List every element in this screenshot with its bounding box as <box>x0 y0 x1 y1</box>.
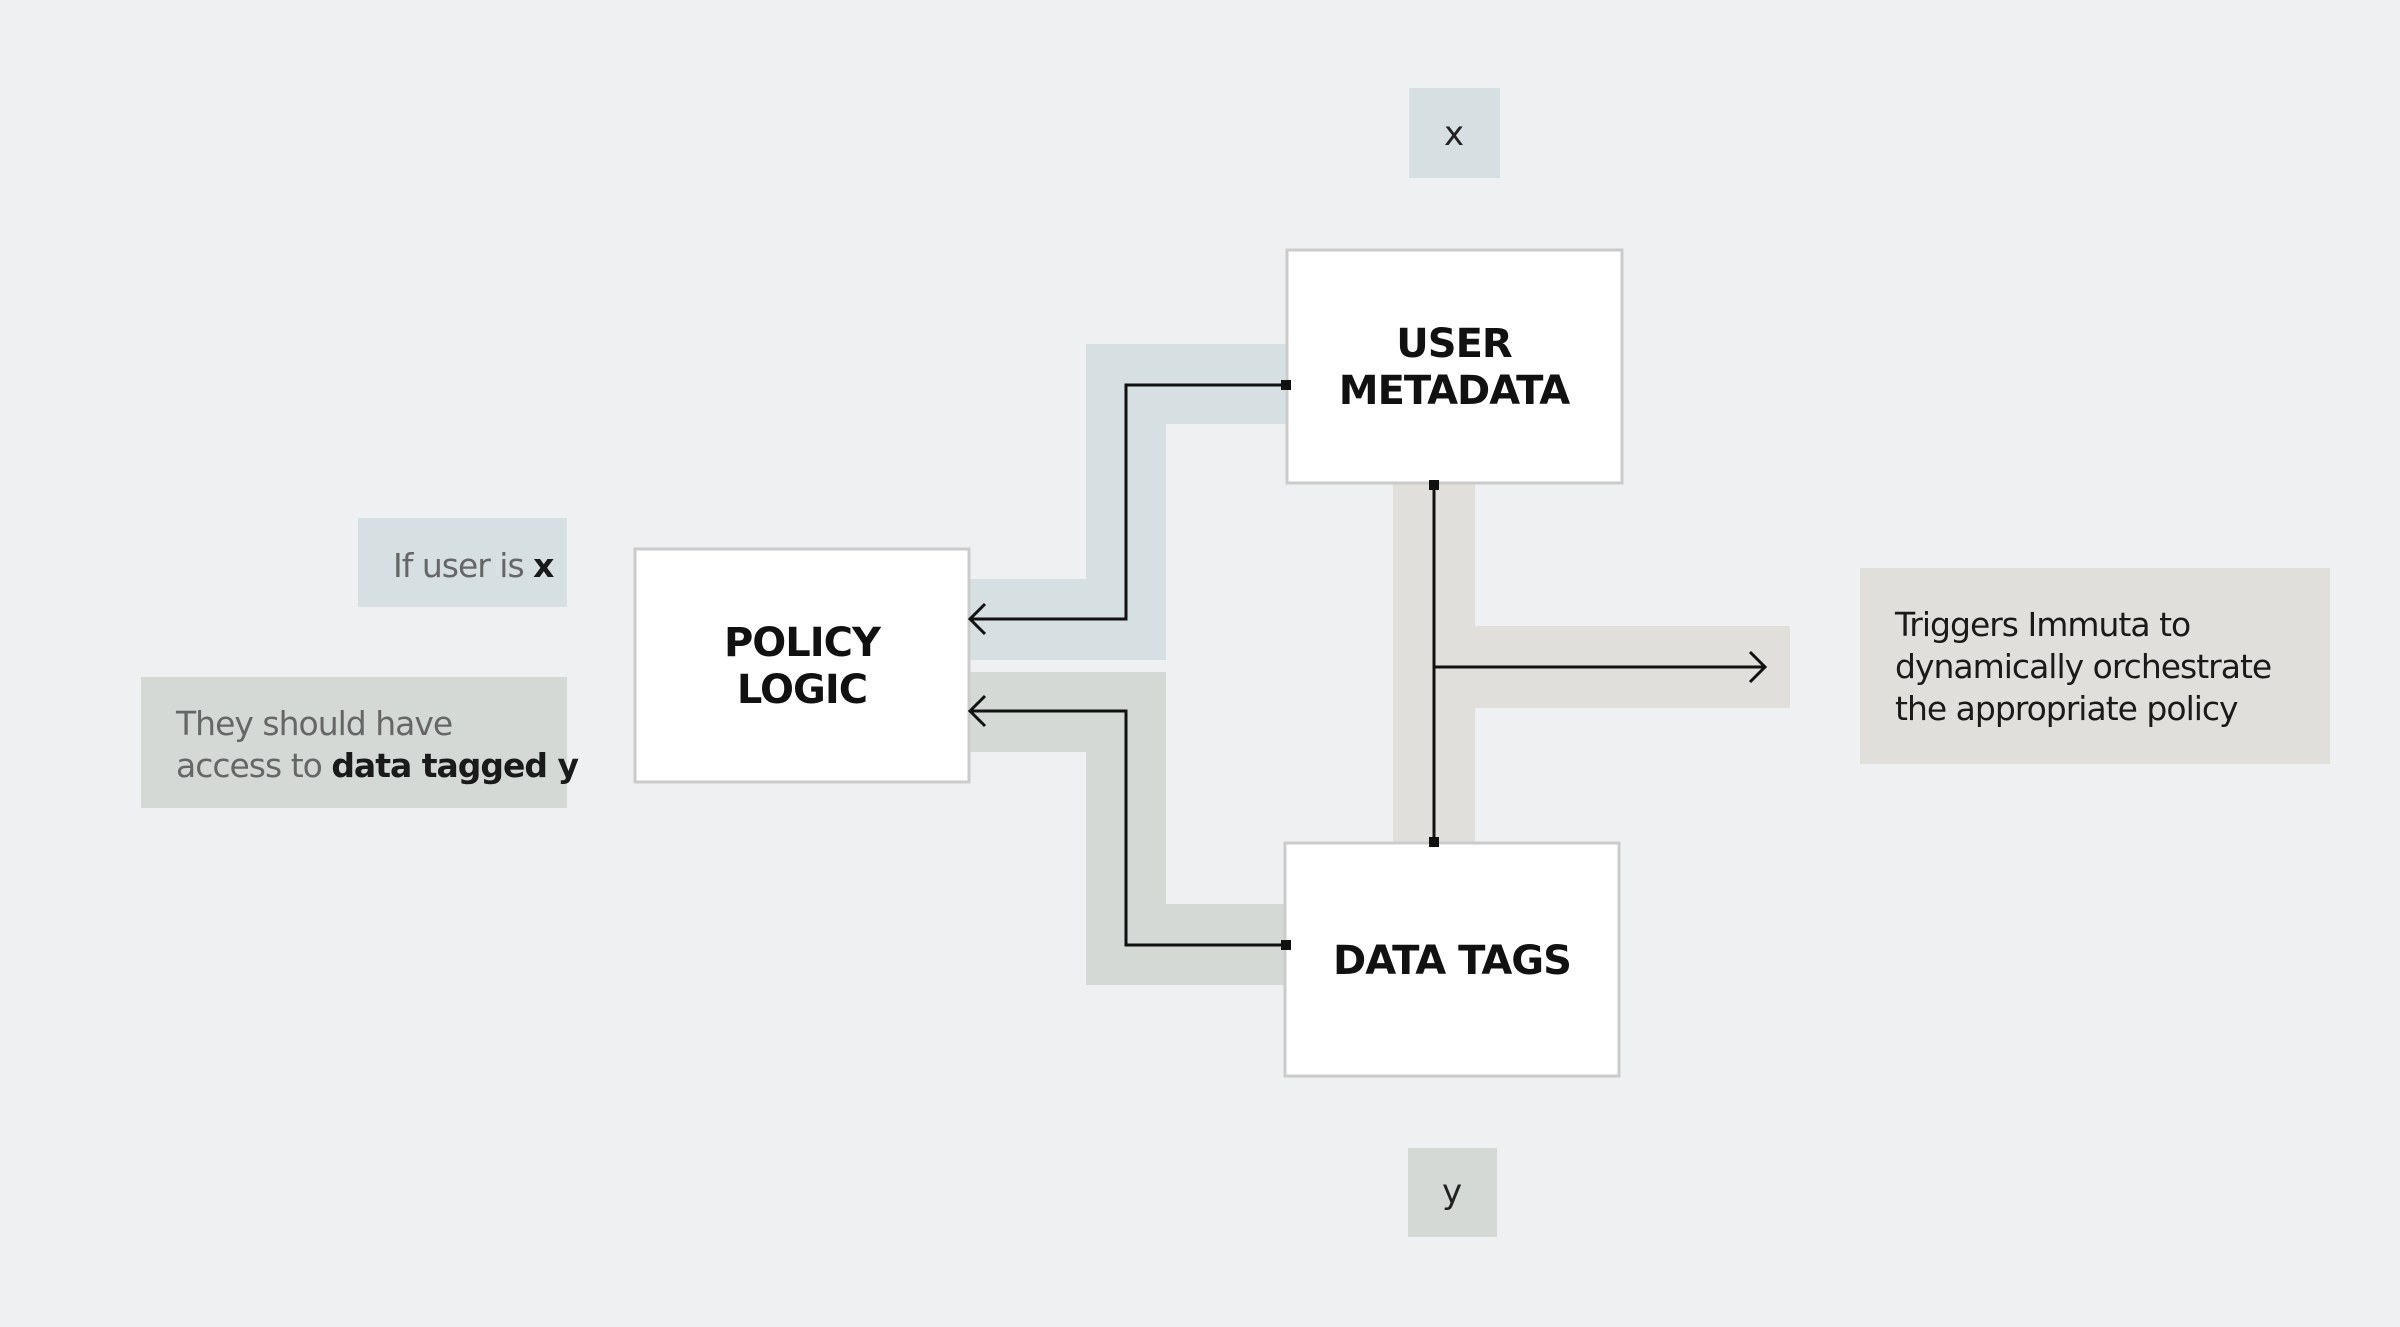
node-user-metadata: USER METADATA <box>1285 248 1624 485</box>
note-access-line2: access to data tagged y <box>176 746 579 785</box>
note-if-user-text: If user is x <box>393 546 554 585</box>
note-if-user-prefix: If user is <box>393 546 533 585</box>
chip-x-label: x <box>1444 114 1464 154</box>
note-access-bg <box>141 677 567 808</box>
note-triggers-line3: the appropriate policy <box>1895 689 2238 728</box>
note-if-user: If user is x <box>358 518 567 607</box>
note-access-prefix: access to <box>176 746 331 785</box>
chip-x: x <box>1409 88 1500 178</box>
chip-y-bg <box>1408 1148 1497 1237</box>
chip-y-label: y <box>1442 1172 1462 1212</box>
node-policy-logic-box <box>633 547 971 784</box>
note-access: They should have access to data tagged y <box>141 677 580 808</box>
datatags-to-policy-start-dot <box>1281 940 1291 950</box>
vertical-top-dot <box>1429 480 1439 490</box>
user-to-policy-line <box>970 383 1286 621</box>
datatags-to-policy-band <box>966 672 1290 985</box>
node-user-metadata-box <box>1285 248 1624 485</box>
chip-y: y <box>1408 1148 1497 1237</box>
note-access-line1: They should have <box>175 704 452 743</box>
node-user-metadata-line1: USER <box>1396 321 1512 367</box>
note-triggers-line2: dynamically orchestrate <box>1895 647 2271 686</box>
node-data-tags-box <box>1283 841 1621 1078</box>
node-data-tags-label: DATA TAGS <box>1333 938 1571 984</box>
node-user-metadata-line2: METADATA <box>1339 368 1571 414</box>
note-if-user-bg <box>358 518 567 607</box>
note-access-bold: data tagged y <box>331 746 578 785</box>
connector-group <box>967 380 1768 950</box>
note-if-user-bold: x <box>533 546 554 585</box>
note-triggers-line1: Triggers Immuta to <box>1894 605 2190 644</box>
vertical-bottom-dot <box>1429 837 1439 847</box>
user-to-policy-band <box>966 344 1290 660</box>
node-policy-logic: POLICY LOGIC <box>633 547 971 784</box>
node-policy-logic-line1: POLICY <box>724 620 882 666</box>
user-to-policy-arrowhead <box>967 602 987 636</box>
chip-x-bg <box>1409 88 1500 178</box>
user-to-policy-start-dot <box>1281 380 1291 390</box>
node-policy-logic-line2: LOGIC <box>737 667 867 713</box>
note-triggers: Triggers Immuta to dynamically orchestra… <box>1860 568 2330 764</box>
note-triggers-bg <box>1860 568 2330 764</box>
datatags-to-policy-line <box>970 709 1286 947</box>
datatags-to-policy-arrowhead <box>967 694 987 728</box>
node-data-tags: DATA TAGS <box>1283 841 1621 1078</box>
output-arrowhead <box>1748 650 1768 684</box>
